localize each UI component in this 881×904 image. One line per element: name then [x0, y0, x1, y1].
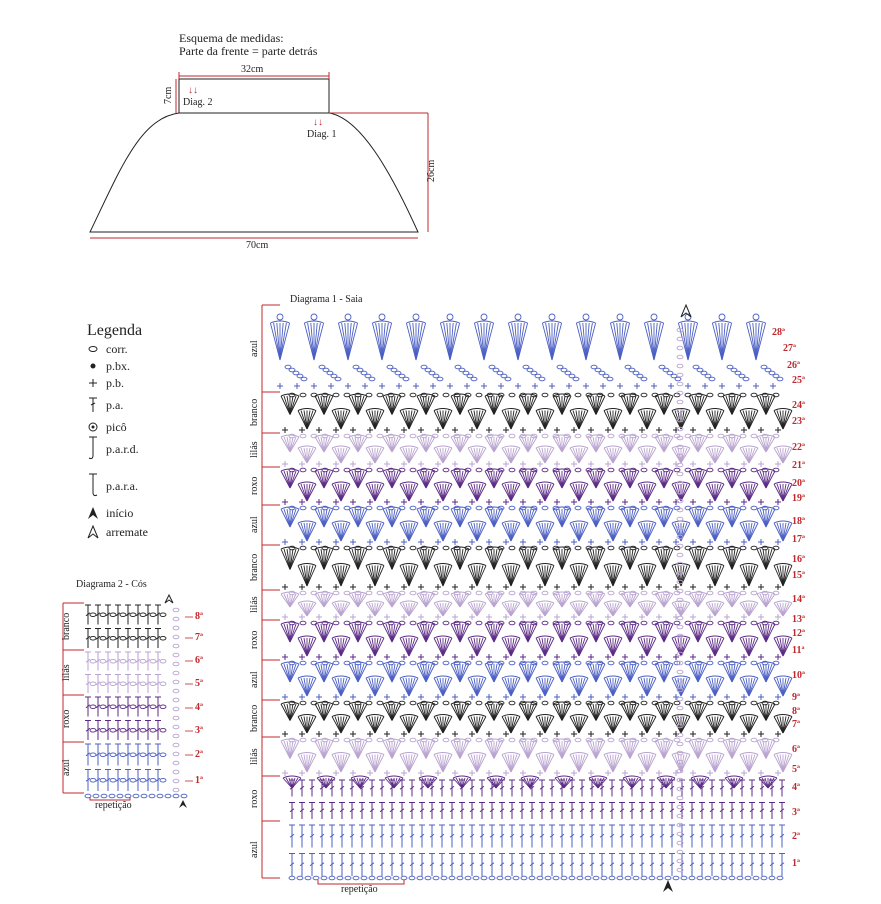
legend-label-0: corr.: [106, 342, 128, 356]
diagram2-row-1: 1ª: [195, 775, 203, 786]
legend-symbol-filled-arrow: [88, 507, 98, 519]
diagram2-row-3: 3ª: [195, 725, 203, 736]
schema-width-bottom: 70cm: [246, 240, 269, 251]
diagram1-row-25: 25ª: [792, 375, 805, 386]
diagram1-row-21: 21ª: [792, 460, 805, 471]
diagram1-band-7: [280, 620, 793, 660]
diagram1-row-22: 22ª: [792, 442, 805, 453]
diagram1-row-8: 8ª: [792, 706, 800, 717]
legend-label-1: p.bx.: [106, 359, 130, 373]
diagram1-band-9: [280, 700, 793, 737]
diagram2-repeat-label: repetição: [95, 800, 132, 811]
diagram1-row-24: 24ª: [792, 400, 805, 411]
diagram1-title: Diagrama 1 - Saia: [290, 294, 363, 305]
legend-label-4: picô: [106, 420, 127, 434]
diagram1-row-23: 23ª: [792, 416, 805, 427]
schema-title-2: Parte da frente = parte detrás: [179, 44, 318, 58]
diagram1-row-11: 11ª: [792, 645, 805, 656]
diag1-arrows: ↓↓: [313, 117, 323, 128]
diagram1-band-3: [280, 467, 793, 505]
diagram1-row-12: 12ª: [792, 628, 805, 639]
schema-width-top: 32cm: [241, 64, 264, 75]
diagram1-row-27: 27ª: [783, 343, 796, 354]
legend-symbol-front-post: [88, 436, 97, 460]
diagram1-row-15: 15ª: [792, 570, 805, 581]
diagram1-band-12: [289, 824, 785, 876]
diagram2-row-7: 7ª: [195, 632, 203, 643]
diagram1-row-4: 4ª: [792, 782, 800, 793]
diagram1-row-2: 2ª: [792, 831, 800, 842]
legend-symbol-dot: [90, 363, 96, 369]
diagram1-row-18: 18ª: [792, 516, 805, 527]
diagram2-row-2: 2ª: [195, 749, 203, 760]
diagram1-band-5: [280, 545, 793, 590]
diagram1-band-1: [280, 392, 793, 433]
diagram1-row-16: 16ª: [792, 554, 805, 565]
diagram1-row-6: 6ª: [792, 744, 800, 755]
diagram1-row-7: 7ª: [792, 719, 800, 730]
legend-label-3: p.a.: [106, 398, 124, 412]
diagram1-band-8: [280, 660, 793, 700]
legend-title: Legenda: [87, 322, 143, 339]
diagram1-row-19: 19ª: [792, 493, 805, 504]
diagram1-row-10: 10ª: [792, 670, 805, 681]
diagram1-row-20: 20ª: [792, 478, 805, 489]
diagram2-row-5: 5ª: [195, 678, 203, 689]
schema-title-1: Esquema de medidas:: [179, 31, 284, 45]
diagram1-row-13: 13ª: [792, 614, 805, 625]
diagram2-row-8: 8ª: [195, 611, 203, 622]
diagram1-repeat-label: repetição: [341, 884, 378, 895]
diagram1-band-10: [280, 737, 793, 776]
legend-label-7: início: [106, 506, 134, 520]
diagram1-row-26: 26ª: [787, 360, 800, 371]
diagram1-row-14: 14ª: [792, 594, 805, 605]
diagram1-row-17: 17ª: [792, 534, 805, 545]
diagram1-row-5: 5ª: [792, 764, 800, 775]
diagram1-band-4: [280, 505, 793, 545]
diagram1-band-11: [282, 775, 785, 819]
diagram2-row-6: 6ª: [195, 655, 203, 666]
legend-label-2: p.b.: [106, 376, 124, 390]
legend-symbol-plus: [89, 379, 97, 387]
diag2-arrows: ↓↓: [188, 85, 198, 96]
legend-symbol-chain-oval: [88, 346, 98, 352]
legend-symbol-open-arrow: [87, 524, 99, 539]
diagram1-row-9: 9ª: [792, 692, 800, 703]
diagram1-band-6: [280, 590, 793, 620]
legend-symbol-tall-t: [89, 397, 97, 412]
legend-label-8: arremate: [106, 525, 148, 539]
diagram2-title: Diagrama 2 - Cós: [76, 579, 147, 590]
legend-label-5: p.a.r.d.: [106, 442, 139, 456]
diagram1-row-28: 28ª: [772, 327, 785, 338]
legend-label-6: p.a.r.a.: [106, 479, 138, 493]
diag2-label: Diag. 2: [183, 97, 213, 108]
diagram1-band-2: [280, 433, 793, 467]
diag1-label: Diag. 1: [307, 129, 337, 140]
diagram2-row-4: 4ª: [195, 702, 203, 713]
diagram2-grid: [62, 593, 193, 808]
legend-symbol-picot: [88, 422, 98, 432]
diagram1-row-3: 3ª: [792, 807, 800, 818]
diagram1-grid: [261, 303, 793, 892]
diagram1-band-0: [269, 313, 784, 389]
diagram1-row-1: 1ª: [792, 858, 800, 869]
legend-symbol-back-post: [89, 473, 98, 497]
